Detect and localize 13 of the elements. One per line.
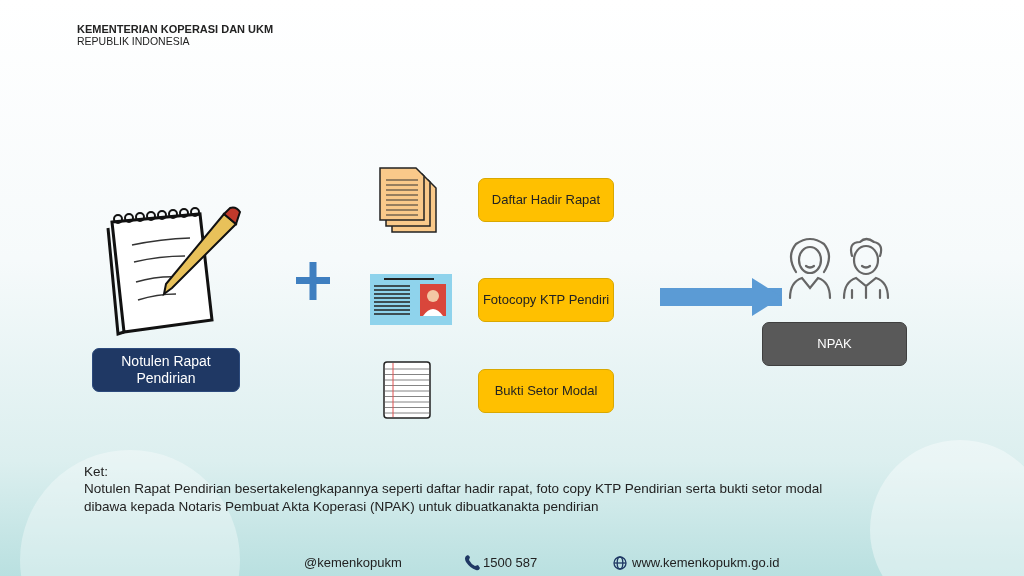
- note-text: Notulen Rapat Pendirian besertakelengkapannya seperti daftar hadir rapat, foto copy KTP Pendirian serta bukti setor modal dibawa kepada Notaris Pembuat Akta Koperasi (NPAK) untuk dibuatkanakta pendirian: [84, 480, 824, 516]
- phone-number: 1500 587: [483, 555, 539, 572]
- process-box: NPAK: [762, 322, 907, 366]
- organization-name: KEMENTERIAN KOPERASI DAN UKM: [77, 22, 275, 37]
- note-heading: Ket:: [84, 463, 109, 481]
- process-box: Fotocopy KTP Pendiri: [478, 278, 614, 322]
- country-name: REPUBLIK INDONESIA: [77, 35, 191, 49]
- process-box: Bukti Setor Modal: [478, 369, 614, 413]
- process-box: Notulen Rapat Pendirian: [92, 348, 240, 392]
- block-arrow: [660, 278, 782, 316]
- website-link: www.kemenkopukm.go.id: [632, 555, 781, 572]
- social-handle: @kemenkopukm: [304, 555, 403, 572]
- process-box: Daftar Hadir Rapat: [478, 178, 614, 222]
